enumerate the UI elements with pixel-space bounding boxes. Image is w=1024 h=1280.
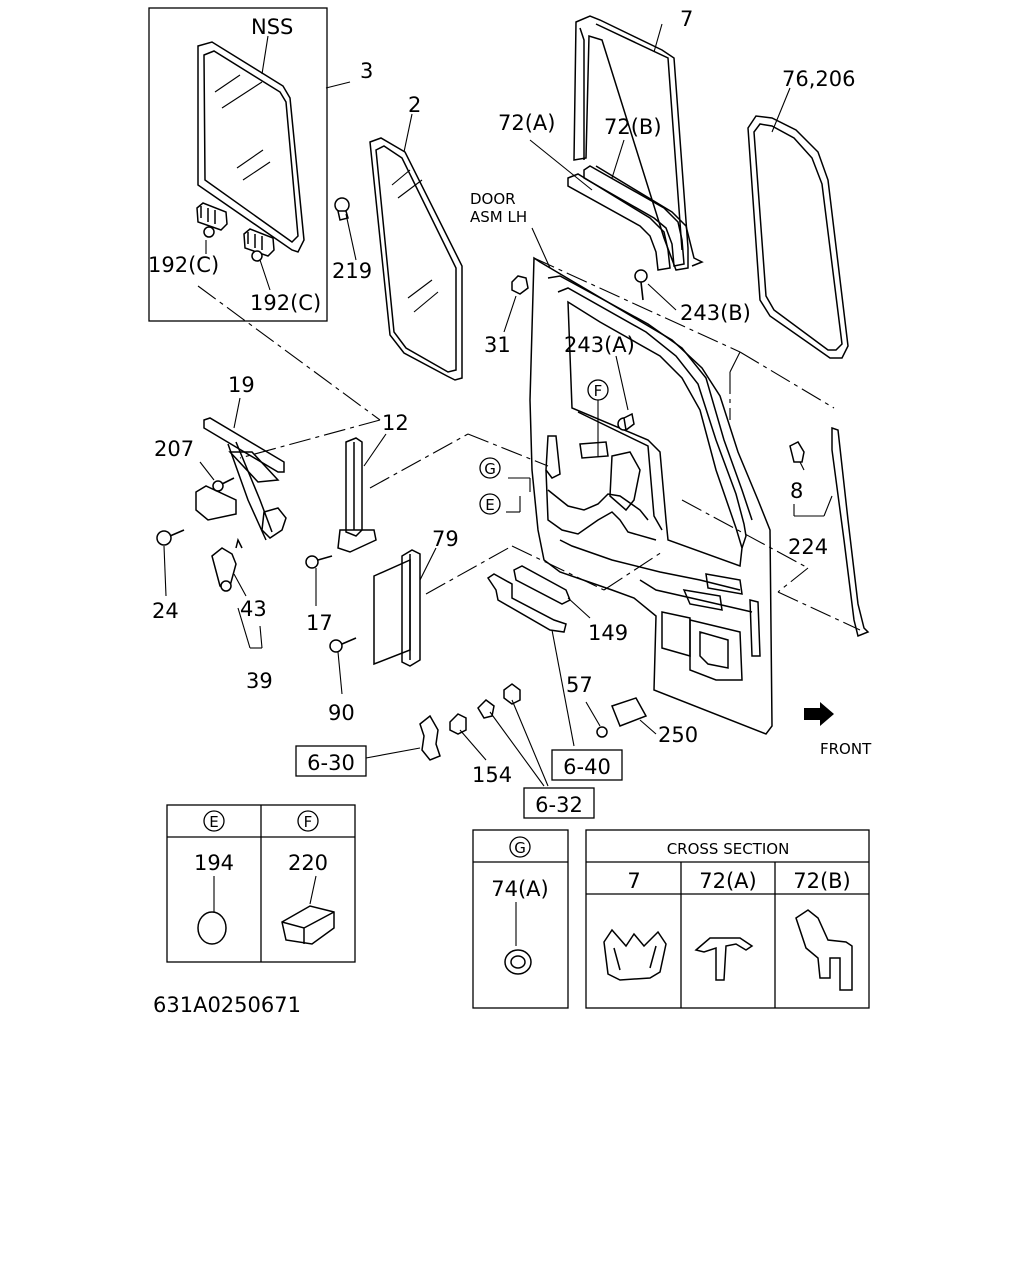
weatherstrip-72-part bbox=[567, 165, 704, 271]
detail-table-g: G 74(A) bbox=[472, 829, 569, 1009]
section-7-shape bbox=[603, 928, 667, 981]
drawing-number: 631A0250671 bbox=[153, 993, 301, 1017]
section-72b-shape bbox=[795, 909, 853, 991]
label-part-219: 219 bbox=[332, 259, 372, 283]
regulator-19-part bbox=[195, 417, 287, 541]
label-part-31: 31 bbox=[484, 333, 511, 357]
channel-12-part bbox=[337, 437, 377, 553]
svg-text:6-30: 6-30 bbox=[307, 751, 355, 775]
label-part-224: 224 bbox=[788, 535, 828, 559]
svg-text:E: E bbox=[485, 496, 494, 514]
screw-243a-part bbox=[617, 412, 635, 432]
label-part-79: 79 bbox=[432, 527, 459, 551]
circle-callout-g: G bbox=[479, 457, 501, 479]
label-part-8: 8 bbox=[790, 479, 803, 503]
label-part-207: 207 bbox=[154, 437, 194, 461]
label-part-57: 57 bbox=[566, 673, 593, 697]
detail-col-g: G bbox=[514, 839, 526, 857]
detail-col-e: E bbox=[209, 813, 218, 831]
glass-nss-part bbox=[197, 41, 305, 253]
label-part-243b: 243(B) bbox=[680, 301, 751, 325]
glass-2-part bbox=[369, 137, 463, 381]
bolt-17-part bbox=[305, 555, 333, 569]
label-part-2: 2 bbox=[408, 93, 421, 117]
label-part-76-206: 76,206 bbox=[782, 67, 855, 91]
cross-section-table: CROSS SECTION 7 72(A) 72(B) bbox=[585, 829, 870, 1009]
run-channel-7-part bbox=[573, 15, 689, 271]
svg-text:G: G bbox=[484, 460, 496, 478]
label-part-7: 7 bbox=[680, 7, 693, 31]
detail-part-194: 194 bbox=[194, 851, 234, 875]
panel-79-part bbox=[373, 549, 421, 667]
clip-8-part bbox=[789, 441, 805, 463]
detail-part-220: 220 bbox=[288, 851, 328, 875]
door-assembly-part bbox=[529, 256, 773, 735]
label-part-3: 3 bbox=[360, 59, 373, 83]
belt-224-part bbox=[831, 426, 870, 638]
bolt-219-part bbox=[334, 197, 350, 221]
clip-220-part bbox=[281, 905, 335, 945]
label-part-19: 19 bbox=[228, 373, 255, 397]
bracket-250-part bbox=[596, 697, 648, 738]
label-part-24: 24 bbox=[152, 599, 179, 623]
detail-table-ef: E F 194 220 bbox=[166, 804, 356, 963]
armrest-149-part bbox=[486, 565, 571, 633]
label-part-250: 250 bbox=[658, 723, 698, 747]
weatherstrip-76-206-part bbox=[747, 115, 849, 359]
lock-parts-154-part bbox=[419, 683, 521, 761]
circle-callout-f: F bbox=[587, 379, 609, 401]
label-part-43: 43 bbox=[240, 597, 267, 621]
label-part-154: 154 bbox=[472, 763, 512, 787]
handle-39-43-part bbox=[211, 537, 243, 592]
svg-text:6-40: 6-40 bbox=[563, 755, 611, 779]
label-part-90: 90 bbox=[328, 701, 355, 725]
cross-section-col-72b: 72(B) bbox=[793, 869, 851, 893]
label-part-149: 149 bbox=[588, 621, 628, 645]
label-door-asm-lh: ASM LH bbox=[470, 208, 527, 226]
bumper-31-part bbox=[511, 275, 529, 295]
label-part-72b: 72(B) bbox=[604, 115, 662, 139]
ref-box-6-30: 6-30 bbox=[295, 745, 367, 777]
label-part-192c-a: 192(C) bbox=[148, 253, 219, 277]
clip-192c-b-part bbox=[243, 228, 275, 262]
label-part-17: 17 bbox=[306, 611, 333, 635]
ref-box-6-40: 6-40 bbox=[551, 749, 623, 781]
clip-192c-a-part bbox=[196, 202, 228, 238]
label-part-243a: 243(A) bbox=[564, 333, 635, 357]
leader-lines bbox=[163, 23, 833, 787]
bolt-90-part bbox=[329, 637, 357, 653]
cross-section-col-72a: 72(A) bbox=[699, 869, 756, 893]
label-front: FRONT bbox=[820, 740, 872, 758]
front-arrow-icon bbox=[804, 702, 834, 726]
detail-col-f: F bbox=[304, 813, 313, 831]
bolt-24-part bbox=[156, 529, 185, 546]
screw-243b-part bbox=[634, 269, 648, 301]
label-nss: NSS bbox=[251, 15, 293, 39]
detail-part-74a: 74(A) bbox=[491, 877, 548, 901]
svg-text:6-32: 6-32 bbox=[535, 793, 583, 817]
label-part-192c-b: 192(C) bbox=[250, 291, 321, 315]
label-door-asm: DOOR bbox=[470, 190, 516, 208]
circle-callout-e: E bbox=[479, 493, 501, 515]
guide-lines bbox=[197, 257, 861, 631]
label-part-12: 12 bbox=[382, 411, 409, 435]
cap-194-part bbox=[197, 911, 227, 945]
ref-box-6-32: 6-32 bbox=[523, 787, 595, 819]
cross-section-title: CROSS SECTION bbox=[667, 840, 790, 858]
label-part-39: 39 bbox=[246, 669, 273, 693]
label-part-72a: 72(A) bbox=[498, 111, 555, 135]
svg-text:F: F bbox=[594, 382, 603, 400]
callout-labels: NSS 3 2 192(C) 192(C) 219 7 76,206 72(A)… bbox=[148, 7, 872, 787]
bolt-207-part bbox=[212, 477, 235, 492]
nss-inset-frame bbox=[148, 7, 328, 322]
cross-section-col-7: 7 bbox=[627, 869, 640, 893]
section-72a-shape bbox=[694, 937, 754, 981]
